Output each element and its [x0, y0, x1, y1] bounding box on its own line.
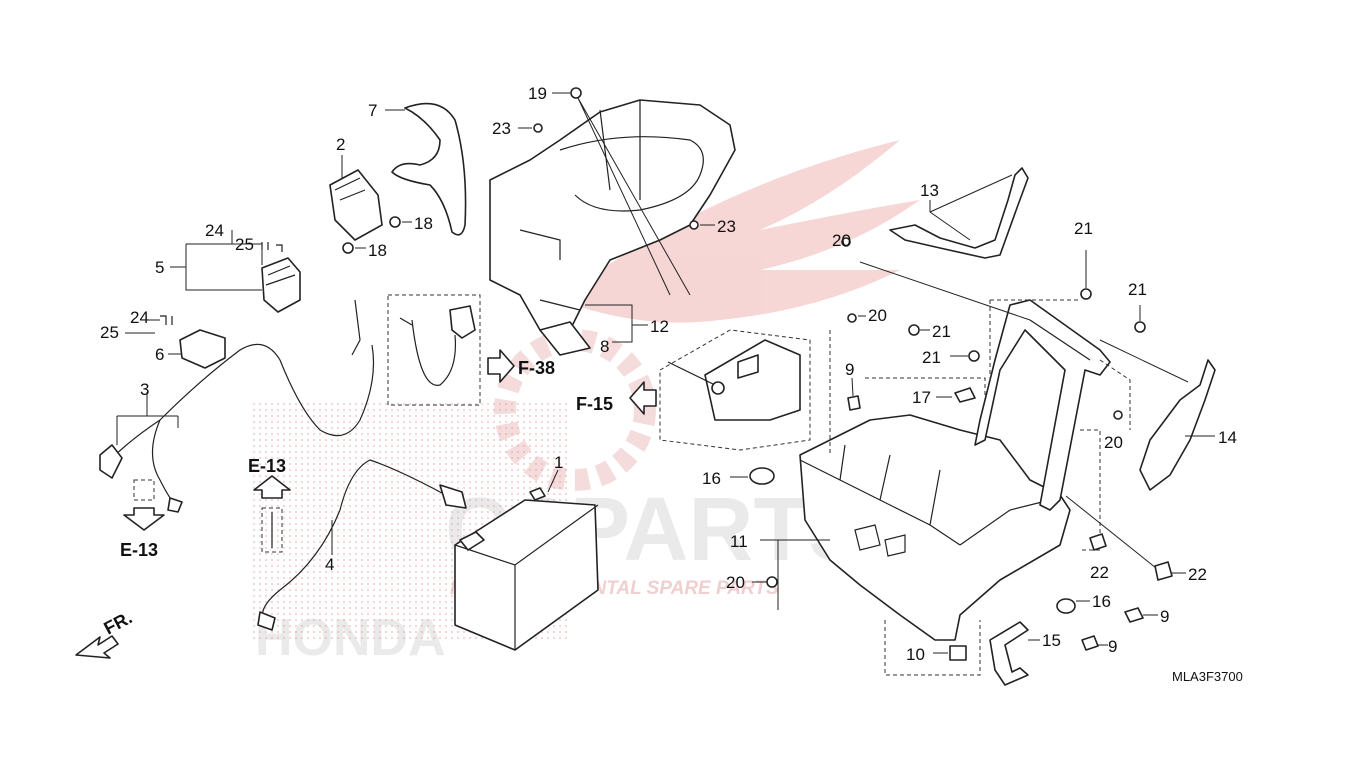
- callout-21c: 21: [1074, 219, 1093, 238]
- callout-7: 7: [368, 101, 377, 120]
- part-15-strap[interactable]: [989, 621, 1029, 686]
- part-17-pad[interactable]: [954, 387, 976, 403]
- part-20-bolt-c[interactable]: [1113, 410, 1123, 420]
- part-21-bolt-a[interactable]: [908, 324, 920, 336]
- callout-22b: 22: [1188, 565, 1207, 584]
- part-21-bolt-c[interactable]: [1080, 288, 1092, 300]
- callout-20b: 20: [868, 306, 887, 325]
- ref-f15[interactable]: F-15: [576, 394, 613, 414]
- part-25-clip-a[interactable]: [261, 242, 269, 250]
- callout-21a: 21: [932, 322, 951, 341]
- callout-24a: 24: [205, 221, 224, 240]
- part-19-screw[interactable]: [570, 87, 582, 99]
- part-24-clip-b[interactable]: [160, 315, 173, 325]
- part-20-bolt-a[interactable]: [841, 237, 851, 247]
- part-23-clip-a[interactable]: [533, 123, 543, 133]
- part-8-label[interactable]: [539, 321, 591, 356]
- callout-11: 11: [730, 532, 748, 551]
- part-22-clip-a[interactable]: [1089, 533, 1107, 551]
- diagram-code: MLA3F3700: [1172, 669, 1243, 684]
- callout-9a: 9: [845, 360, 854, 379]
- callout-4: 4: [325, 555, 334, 574]
- part-9-nut-c[interactable]: [1081, 635, 1099, 651]
- callout-22a: 22: [1090, 563, 1109, 582]
- part-24-clip-a[interactable]: [276, 244, 283, 252]
- callout-9c: 9: [1108, 637, 1117, 656]
- callout-23a: 23: [492, 119, 511, 138]
- part-23-clip-b[interactable]: [689, 220, 699, 230]
- arrow-e13-down: [123, 507, 165, 531]
- callout-20a: 20: [832, 231, 851, 250]
- callout-9b: 9: [1160, 607, 1169, 626]
- part-18-bolt-a[interactable]: [389, 216, 401, 228]
- frame-bracket[interactable]: [974, 299, 1111, 511]
- f15-panel[interactable]: [704, 339, 801, 421]
- arrow-f15: [629, 381, 657, 415]
- part-6-cap[interactable]: [179, 329, 226, 369]
- part-13-bracket[interactable]: [889, 167, 1029, 259]
- callout-1: 1: [554, 453, 563, 472]
- part-12-compartment[interactable]: [489, 99, 736, 341]
- callout-18b: 18: [368, 241, 387, 260]
- part-7-cover[interactable]: [391, 102, 467, 236]
- part-20-bolt-d[interactable]: [766, 576, 778, 588]
- callout-3: 3: [140, 380, 149, 399]
- front-indicator: FR.: [75, 607, 135, 659]
- ref-f38[interactable]: F-38: [518, 358, 555, 378]
- callout-8: 8: [600, 337, 609, 356]
- callout-21b: 21: [922, 348, 941, 367]
- callout-13: 13: [920, 181, 939, 200]
- part-9-nut-a[interactable]: [847, 395, 861, 411]
- ref-e13-top[interactable]: E-13: [248, 456, 286, 476]
- callout-6: 6: [155, 345, 164, 364]
- callout-12: 12: [650, 317, 669, 336]
- arrow-e13-up: [253, 475, 291, 499]
- part-22-clip-b[interactable]: [1154, 561, 1173, 581]
- svg-text:FR.: FR.: [100, 607, 135, 638]
- part-16-grommet-a[interactable]: [749, 467, 775, 485]
- callout-18a: 18: [414, 214, 433, 233]
- part-4-cable[interactable]: [261, 459, 456, 626]
- part-11-battery-box[interactable]: [799, 414, 1071, 641]
- part-21-bolt-b[interactable]: [968, 350, 980, 362]
- callout-20d: 20: [726, 573, 745, 592]
- callout-14: 14: [1218, 428, 1237, 447]
- watermark-wing: [560, 140, 920, 323]
- part-5-relay[interactable]: [261, 257, 301, 313]
- part-20-bolt-b[interactable]: [847, 313, 857, 323]
- callout-10: 10: [906, 645, 925, 664]
- part-2-cover[interactable]: [329, 169, 383, 241]
- part-14-bracket[interactable]: [1139, 359, 1216, 491]
- callout-23b: 23: [717, 217, 736, 236]
- callout-21d: 21: [1128, 280, 1147, 299]
- arrow-f38: [487, 349, 515, 383]
- callout-2: 2: [336, 135, 345, 154]
- ref-e13-bottom[interactable]: E-13: [120, 540, 158, 560]
- callout-19: 19: [528, 84, 547, 103]
- callout-24b: 24: [130, 308, 149, 327]
- callout-5: 5: [155, 258, 164, 277]
- part-1-battery[interactable]: [454, 487, 599, 651]
- callout-17: 17: [912, 388, 931, 407]
- part-10-pad[interactable]: [949, 645, 967, 661]
- callout-20c: 20: [1104, 433, 1123, 452]
- part-9-nut-b[interactable]: [1124, 607, 1144, 623]
- part-18-bolt-b[interactable]: [342, 242, 354, 254]
- callout-25a: 25: [235, 235, 254, 254]
- part-21-bolt-d[interactable]: [1134, 321, 1146, 333]
- positive-cable-terminal[interactable]: [449, 305, 476, 339]
- callout-16b: 16: [1092, 592, 1111, 611]
- part-16-grommet-b[interactable]: [1056, 598, 1076, 614]
- callout-25b: 25: [100, 323, 119, 342]
- callout-16a: 16: [702, 469, 721, 488]
- callout-15: 15: [1042, 631, 1061, 650]
